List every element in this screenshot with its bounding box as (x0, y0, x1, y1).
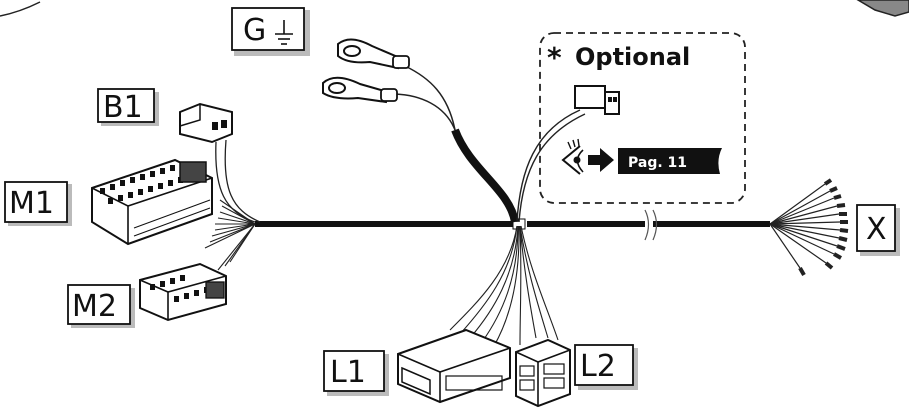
label-x: X (856, 204, 900, 256)
ground-ring-terminal-1 (337, 38, 410, 70)
optional-section: * Optional Pag. 11 (539, 32, 746, 204)
m2-wires (217, 223, 256, 271)
main-harness-cable (255, 209, 770, 241)
optional-cable (516, 109, 586, 223)
label-l1-text: L1 (330, 355, 366, 390)
eye-icon (561, 138, 584, 175)
optional-title: Optional (575, 43, 690, 71)
label-g: G (231, 7, 310, 56)
l1-connector (397, 328, 511, 404)
m1-wires (204, 199, 256, 249)
ground-cable (394, 65, 519, 223)
m1-connector (91, 158, 213, 246)
optional-asterisk: * (547, 41, 562, 74)
label-l1: L1 (323, 350, 389, 396)
ground-icon (275, 20, 293, 45)
label-m2-text: M2 (72, 289, 117, 324)
page-reference-badge: Pag. 11 (618, 148, 722, 174)
optional-connector (574, 85, 620, 115)
label-g-text: G (243, 13, 266, 48)
label-m2: M2 (67, 284, 135, 328)
page-reference-text: Pag. 11 (628, 155, 687, 171)
corner-fragment-top-right (856, 0, 909, 17)
corner-fragment-top-left (0, 1, 41, 17)
b1-wires (215, 139, 261, 223)
l-wires (449, 225, 559, 347)
arrow-right-icon (588, 148, 614, 172)
label-m1: M1 (4, 181, 72, 226)
m2-connector (139, 262, 227, 322)
b1-connector (179, 102, 233, 144)
label-b1-text: B1 (103, 90, 143, 125)
l2-connector (515, 338, 571, 408)
label-m1-text: M1 (9, 186, 54, 221)
ground-ring-terminal-2 (322, 76, 398, 104)
label-b1: B1 (97, 88, 159, 126)
label-l2-text: L2 (580, 349, 616, 384)
x-wire-fan (769, 178, 849, 276)
label-x-text: X (866, 212, 887, 247)
label-l2: L2 (574, 344, 638, 390)
